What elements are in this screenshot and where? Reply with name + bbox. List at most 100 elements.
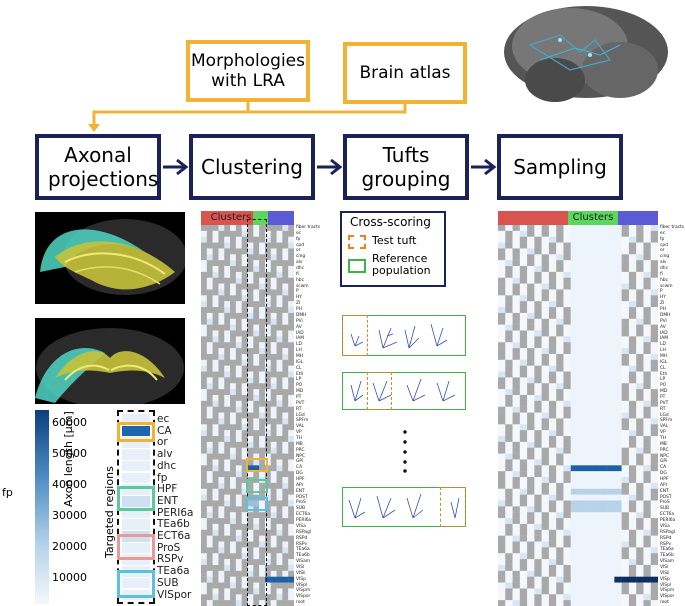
region-label: RT [660, 406, 666, 412]
heatmap-cell [282, 547, 289, 554]
heatmap-cell [259, 371, 266, 378]
heatmap-cell [264, 406, 271, 413]
heatmap-cell [563, 518, 571, 525]
heatmap-cell [527, 348, 535, 355]
heatmap-cell [224, 418, 231, 425]
heatmap-cell [282, 535, 289, 542]
heatmap-cell [636, 523, 644, 530]
heatmap-cell [235, 447, 242, 454]
heatmap-cell [224, 500, 231, 507]
heatmap-cell [259, 594, 266, 601]
heatmap-cell [541, 383, 550, 390]
heatmap-cell [527, 500, 535, 507]
heatmap-cell [230, 230, 237, 237]
heatmap-cell [570, 523, 579, 530]
heatmap-cell [201, 254, 208, 261]
heatmap-cell [282, 424, 289, 431]
heatmap-cell [519, 594, 528, 601]
heatmap-cell [512, 559, 521, 566]
heatmap-cell [235, 277, 242, 284]
heatmap-cell [512, 312, 521, 319]
heatmap-cell [621, 324, 630, 331]
heatmap-cell [621, 254, 630, 261]
heatmap-cell [607, 271, 615, 278]
heatmap-cell [548, 459, 557, 466]
heatmap-cell [548, 564, 557, 572]
heatmap-cell [264, 225, 271, 232]
heatmap-cell [201, 512, 208, 519]
heatmap-cell [253, 518, 260, 525]
heatmap-cell [527, 312, 535, 319]
heatmap-cell [548, 312, 557, 319]
heatmap-cell [556, 482, 564, 489]
heatmap-cell [548, 424, 557, 431]
heatmap-cell [218, 312, 225, 319]
targeted-regions-title: Targeted regions [103, 466, 116, 558]
region-label: DMH [296, 312, 307, 318]
heatmap-cell [585, 371, 593, 378]
heatmap-cell [541, 266, 550, 273]
heatmap-cell [230, 494, 237, 501]
heatmap-cell [541, 348, 550, 355]
heatmap-cell [241, 389, 248, 396]
heatmap-cell [206, 371, 213, 378]
heatmap-cell [563, 289, 571, 296]
region-label: VISli [660, 570, 670, 576]
heatmap-cell [259, 541, 266, 548]
heatmap-cell [235, 500, 242, 507]
heatmap-cell [636, 494, 644, 501]
heatmap-cell [253, 406, 260, 413]
heatmap-cell [599, 365, 608, 372]
heatmap-cell [585, 365, 593, 372]
heatmap-cell [241, 564, 248, 572]
heatmap-cell [505, 295, 513, 302]
heatmap-cell [563, 582, 571, 589]
heatmap-cell [519, 482, 528, 489]
heatmap-cell [270, 482, 277, 489]
heatmap-cell [650, 377, 658, 384]
heatmap-cell [592, 342, 601, 349]
heatmap-cell [650, 318, 658, 325]
heatmap-cell [628, 383, 637, 390]
heatmap-cell [512, 482, 521, 489]
heatmap-cell [643, 359, 651, 366]
heatmap-cell [253, 371, 260, 378]
heatmap-cell [578, 289, 586, 296]
heatmap-cell [201, 301, 208, 308]
heatmap-cell [614, 254, 622, 261]
heatmap-cell [218, 518, 225, 525]
heatmap-cell [282, 576, 289, 583]
heatmap-cell [498, 365, 506, 372]
heatmap-cell [548, 453, 557, 460]
heatmap-cell [534, 406, 542, 413]
heatmap-cell [578, 377, 586, 384]
heatmap-cell [206, 512, 213, 519]
heatmap-cell [636, 506, 644, 513]
heatmap-cell [636, 301, 644, 308]
heatmap-cell [247, 418, 254, 425]
heatmap-cell [206, 359, 213, 366]
heatmap-cell [527, 453, 535, 460]
heatmap-cell [264, 283, 271, 290]
heatmap-cell [628, 523, 637, 530]
heatmap-cell [534, 559, 542, 566]
heatmap-cell [288, 459, 294, 466]
heatmap-cell [621, 348, 630, 355]
heatmap-cell [556, 477, 564, 484]
heatmap-cell [541, 600, 550, 606]
heatmap-cell [534, 500, 542, 507]
region-label: DG [660, 471, 667, 477]
heatmap-cell [578, 371, 586, 378]
heatmap-cell [206, 312, 213, 319]
heatmap-cell [264, 230, 271, 237]
region-label: hbc [660, 277, 668, 283]
heatmap-cell [224, 389, 231, 396]
heatmap-cell [614, 459, 622, 466]
heatmap-cell [519, 553, 528, 560]
heatmap-cell [512, 295, 521, 302]
heatmap-cell [541, 365, 550, 372]
heatmap-cell [241, 242, 248, 249]
heatmap-cell [212, 441, 219, 448]
heatmap-cell [264, 377, 271, 384]
heatmap-cell [218, 553, 225, 560]
